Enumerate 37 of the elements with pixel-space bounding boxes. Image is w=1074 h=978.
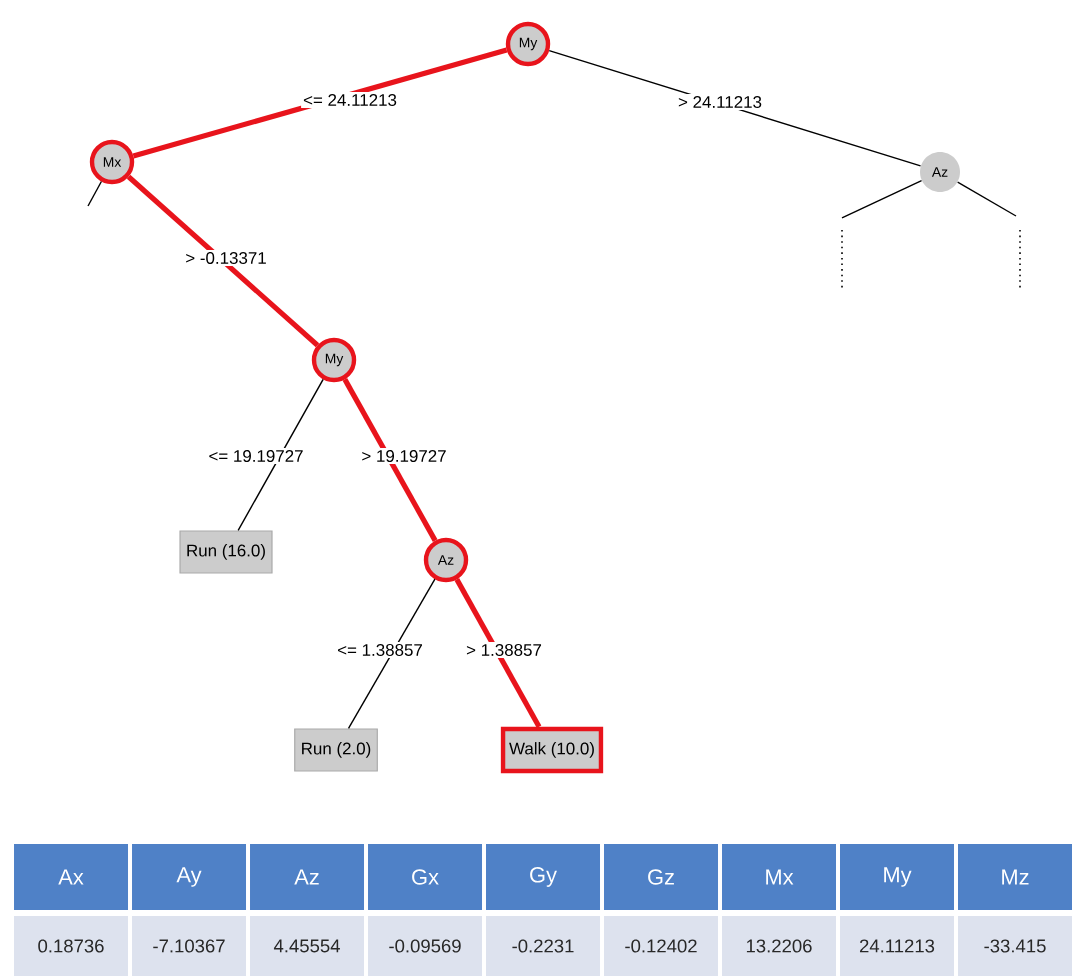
- edge-label: > 1.38857: [464, 642, 544, 658]
- edge-label: > -0.13371: [183, 250, 269, 266]
- branch-line: [841, 179, 923, 219]
- edge-label: > 19.19727: [359, 448, 449, 464]
- branch-line: [126, 174, 320, 348]
- header-cell: Gy: [486, 844, 600, 910]
- edge-label: > 24.11213: [676, 94, 764, 110]
- header-cell: Gx: [368, 844, 482, 910]
- table-cell: 13.2206: [722, 916, 836, 976]
- branch-line: [454, 578, 542, 729]
- leaf-box: Walk (10.0): [500, 726, 604, 774]
- table-cell: -0.12402: [604, 916, 718, 976]
- branch-line: [347, 578, 436, 730]
- header-cell: Mz: [958, 844, 1072, 910]
- branch-line: [132, 47, 508, 159]
- table-cell: 4.45554: [250, 916, 364, 976]
- header-cell: My: [840, 844, 954, 910]
- header-cell: Ax: [14, 844, 128, 910]
- leaf-box: Run (16.0): [179, 530, 273, 574]
- table-cell: -7.10367: [132, 916, 246, 976]
- table-cell: 0.18736: [14, 916, 128, 976]
- header-cell: Az: [250, 844, 364, 910]
- header-cell: Ay: [132, 844, 246, 910]
- leaf-box: Run (2.0): [294, 728, 378, 772]
- edge-label: <= 24.11213: [301, 92, 399, 108]
- header-cell: Mx: [722, 844, 836, 910]
- header-cell: Gz: [604, 844, 718, 910]
- edge-label: <= 19.19727: [206, 448, 306, 464]
- branch-line: [237, 378, 324, 532]
- branch-line: [956, 181, 1017, 217]
- branch-line: [87, 180, 103, 207]
- table-cell: -0.2231: [486, 916, 600, 976]
- table-cell: -33.415: [958, 916, 1072, 976]
- edge-label: <= 1.38857: [335, 642, 425, 658]
- table-cell: -0.09569: [368, 916, 482, 976]
- branch-line: [342, 378, 438, 542]
- table-cell: 24.11213: [840, 916, 954, 976]
